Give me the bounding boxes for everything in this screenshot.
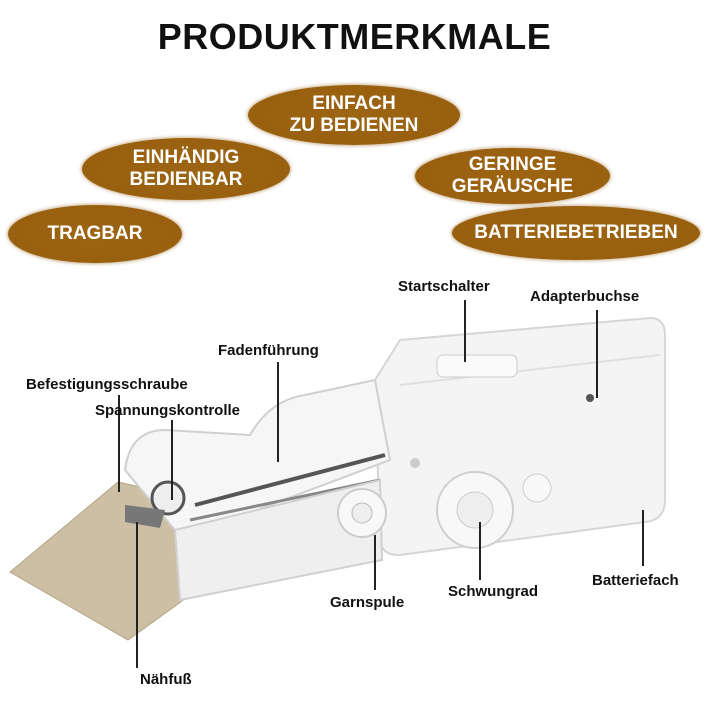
feature-line: ZU BEDIENEN (289, 115, 419, 136)
page-title: PRODUKTMERKMALE (157, 16, 552, 57)
machine-arm (123, 378, 392, 532)
presser-foot (125, 505, 165, 528)
label-fixing-screw: Befestigungsschraube (26, 376, 188, 393)
label-tension-control: Spannungskontrolle (95, 402, 241, 419)
tension-knob (150, 480, 186, 516)
feature-line: GERÄUSCHE (451, 176, 574, 197)
feature-portable: TRAGBAR (8, 205, 182, 263)
label-thread-guide: Fadenführung (218, 342, 319, 359)
label-flywheel: Schwungrad (448, 583, 539, 600)
machine-body (373, 316, 666, 557)
label-start-switch: Startschalter (398, 278, 490, 295)
feature-line: BEDIENBAR (129, 169, 243, 190)
feature-line: GERINGE (468, 154, 557, 175)
feature-line: BATTERIEBETRIEBEN (474, 222, 678, 243)
label-adapter-socket: Adapterbuchse (530, 288, 640, 305)
feature-line: EINFACH (312, 93, 396, 114)
label-thread-spool: Garnspule (330, 594, 405, 611)
feature-battery-powered: BATTERIEBETRIEBEN (452, 206, 700, 260)
feature-line: TRAGBAR (47, 223, 143, 244)
leader-lines (118, 300, 644, 668)
feature-line: EINHÄNDIG (132, 147, 240, 168)
start-switch (436, 354, 518, 378)
label-battery-compartment: Batteriefach (592, 572, 679, 589)
label-presser-foot: Nähfuß (140, 671, 192, 688)
